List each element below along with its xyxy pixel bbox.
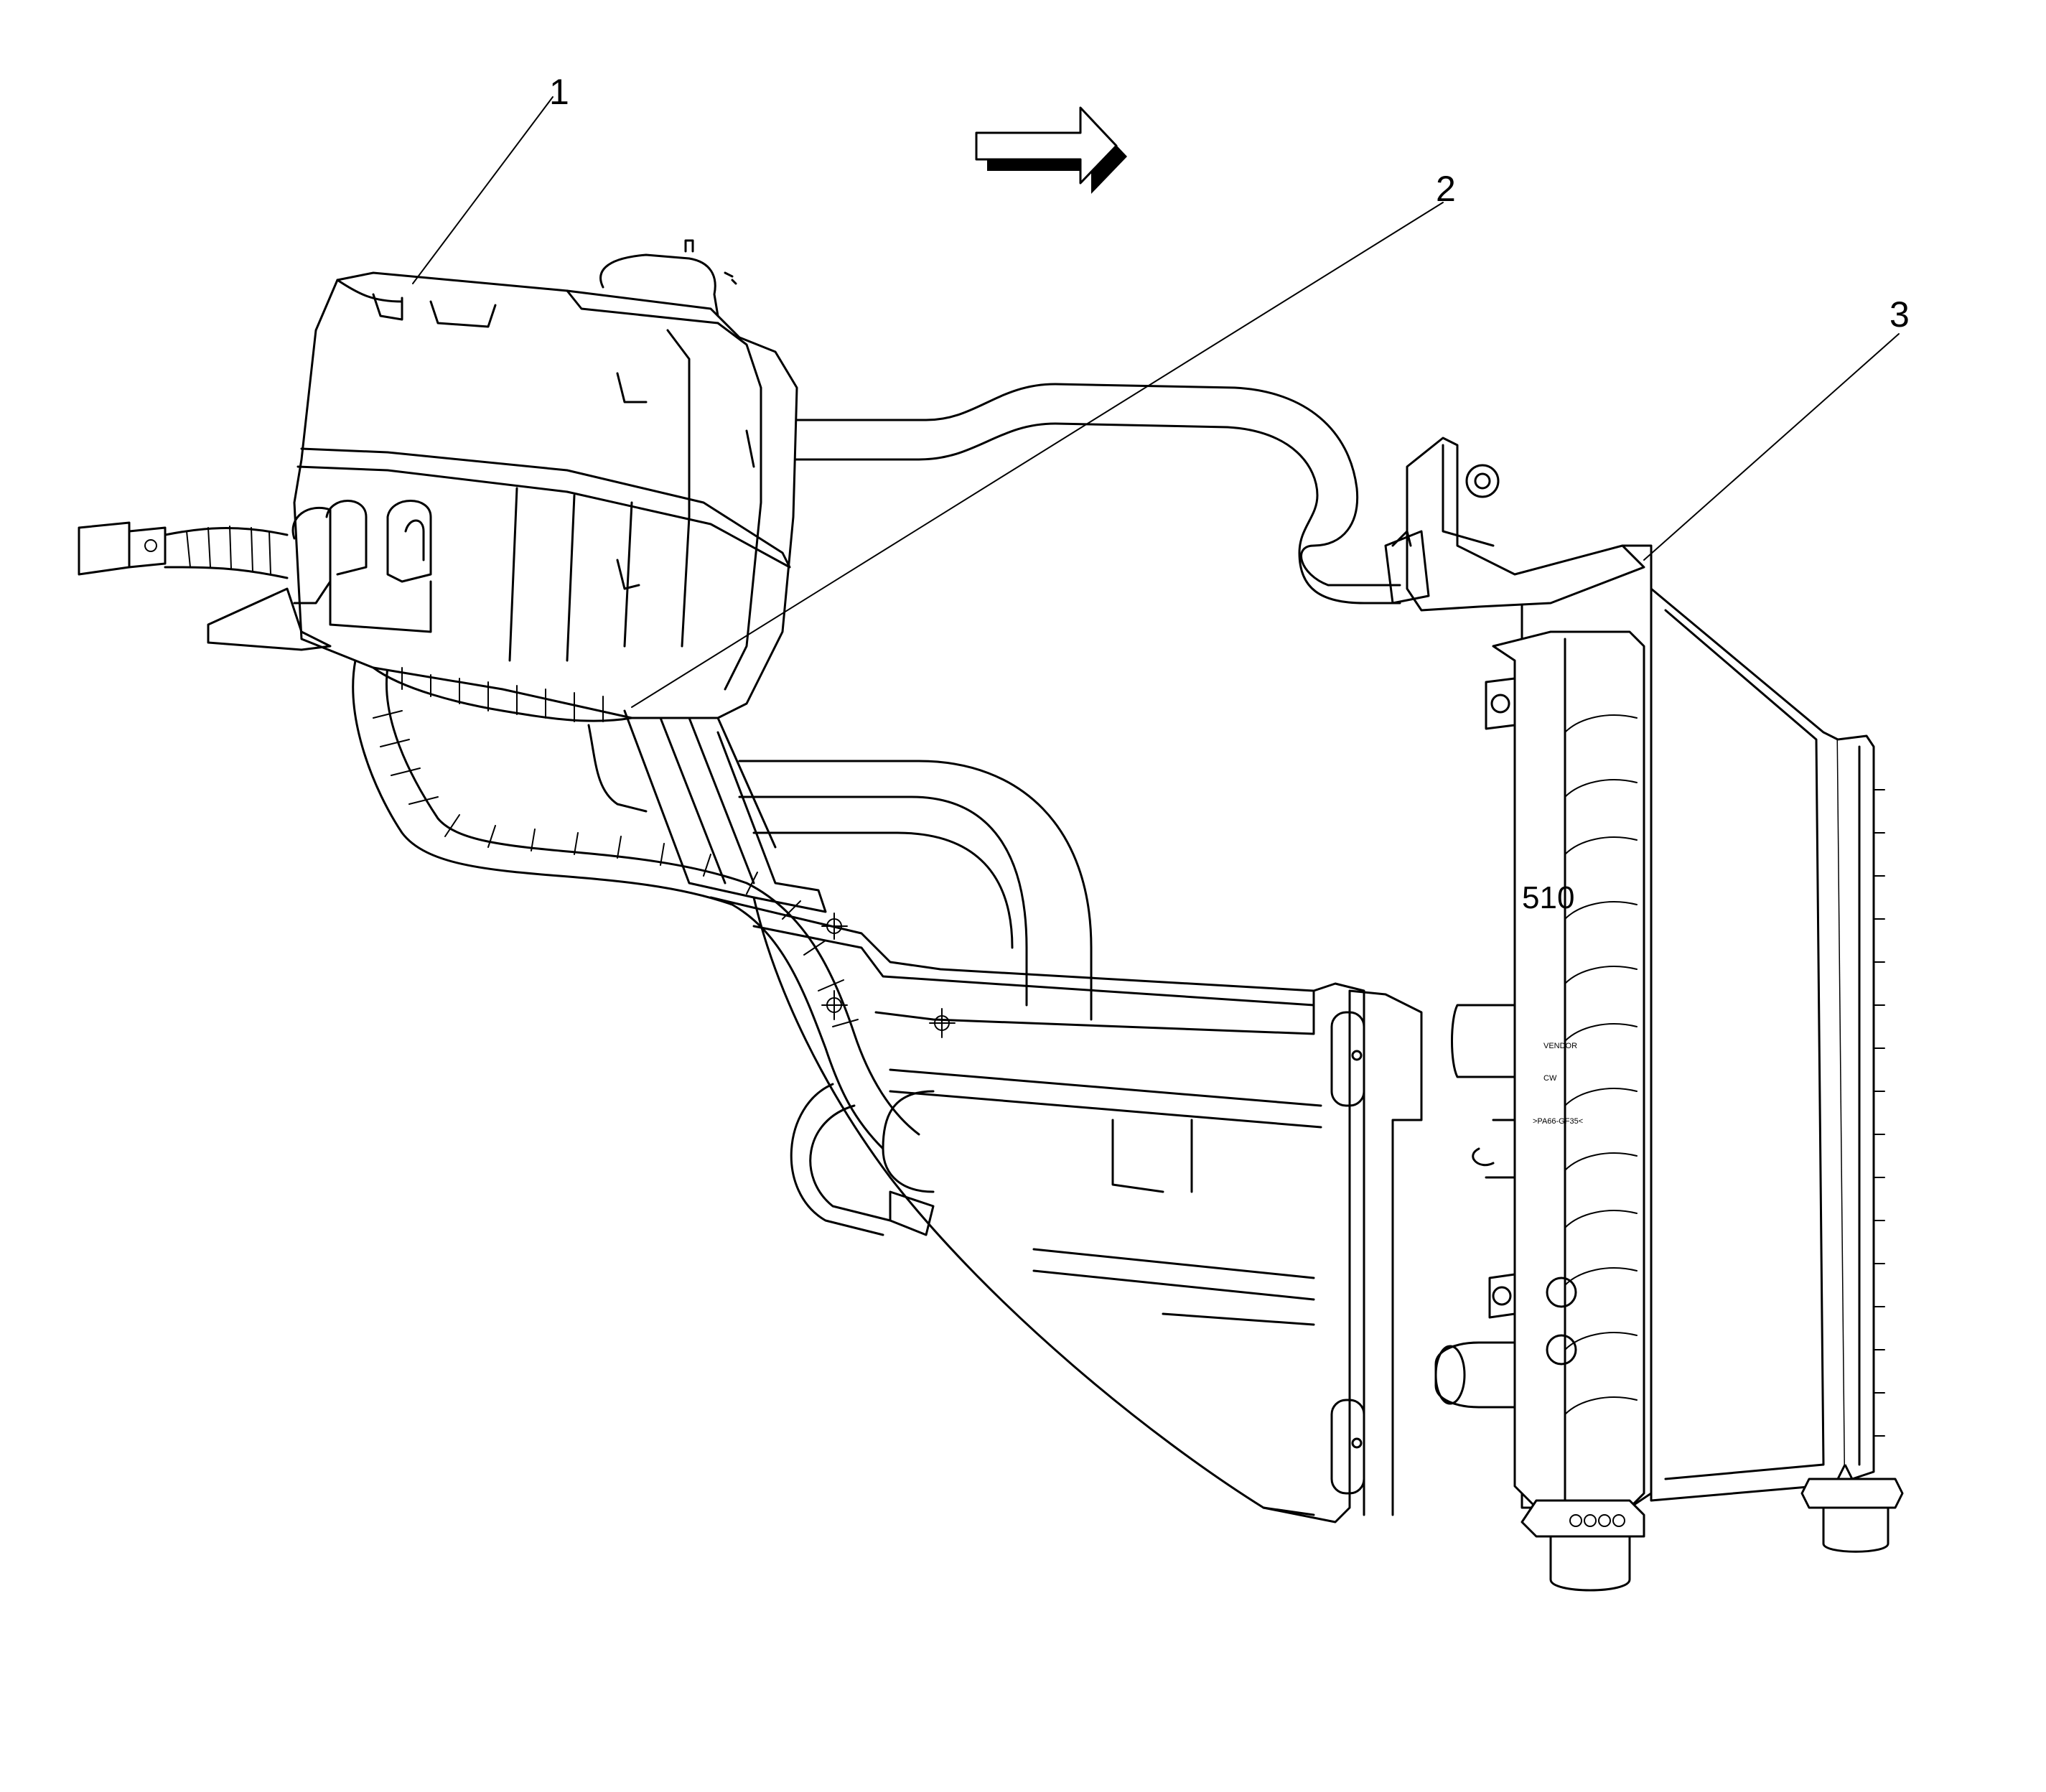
- radiator-tank-labels: VENDOR CW >PA66-GF35<: [1533, 1042, 1583, 1126]
- lower-hose: [738, 760, 1093, 1193]
- arrow-right-icon: [975, 106, 1127, 194]
- cw-label: CW: [1543, 1074, 1557, 1083]
- callout-2: 2: [1436, 169, 1456, 209]
- callout-leaders: [412, 96, 1900, 708]
- locator-mark-a: [821, 990, 848, 1020]
- upper-hose: [788, 383, 1401, 605]
- wiring-harness: [352, 659, 920, 1150]
- leader-2: [631, 202, 1444, 708]
- callout-3: 3: [1889, 294, 1910, 335]
- locator-mark-c: [821, 913, 848, 940]
- outlet-hose: [790, 1083, 935, 1236]
- tank-bracket: [207, 587, 827, 913]
- locator-mark-b: [929, 1008, 956, 1038]
- callout-1: 1: [549, 72, 569, 112]
- radiator-stamp: 510: [1522, 880, 1574, 915]
- vendor-label: VENDOR: [1543, 1042, 1577, 1050]
- leader-3: [1643, 333, 1900, 561]
- radiator-support: [709, 896, 1423, 1523]
- connector-hose: [78, 521, 289, 579]
- radiator: 510 VENDOR CW >PA66-GF35<: [1384, 437, 1904, 1592]
- leader-1: [412, 96, 553, 284]
- coolant-reservoir: [291, 239, 798, 722]
- material-label: >PA66-GF35<: [1533, 1117, 1583, 1126]
